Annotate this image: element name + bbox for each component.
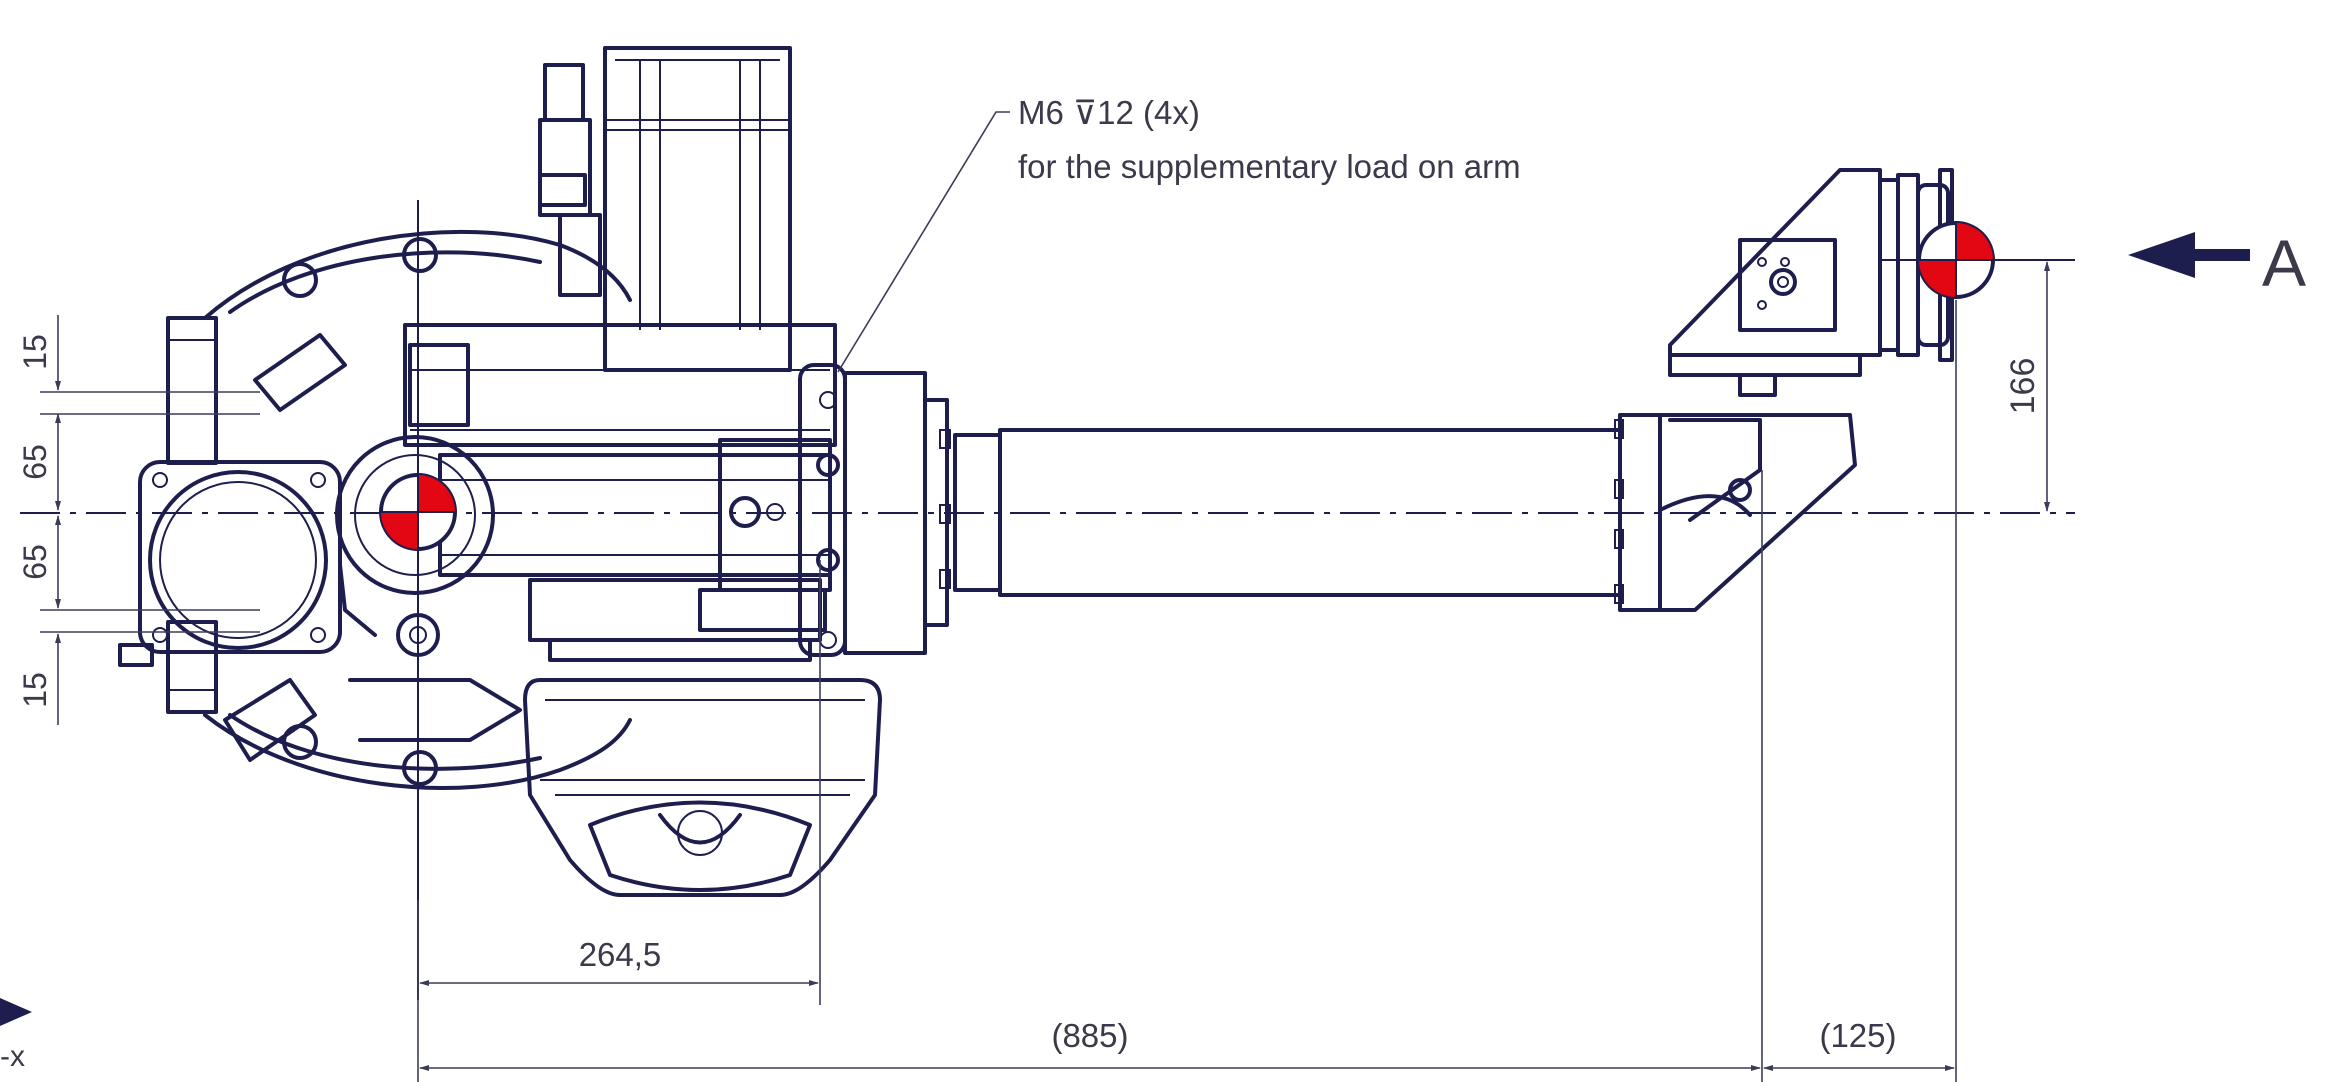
dim-125: (125) [1819,1017,1896,1054]
view-arrow-icon [2128,232,2250,278]
robot-base [118,200,632,1000]
view-label: A [2262,226,2306,300]
axis-arrow-icon [0,998,32,1026]
callout-leader [837,111,1010,373]
dim-left-65-bottom: 65 [17,544,53,580]
dim-left-15-top: 15 [17,334,53,370]
axis-label: -x [0,1040,25,1073]
dim-left-65-top: 65 [17,444,53,480]
wrist [1658,168,1954,612]
lower-motor-housing [523,678,882,897]
callout-line-2: for the supplementary load on arm [1018,148,1521,185]
dim-264-5: 264,5 [579,936,662,973]
dim-left-15-bottom: 15 [17,672,53,708]
left-dimension-stack [40,315,260,725]
cog-marker-icon [379,473,457,551]
upper-motor-housing [538,46,792,372]
cog-marker-icon [1917,221,1995,299]
callout-line-1: M6 ⊽12 (4x) [1018,94,1200,131]
bottom-dimensions [417,300,1957,1082]
dim-885: (885) [1051,1017,1128,1054]
arm-gearbox [403,323,951,662]
dim-166: 166 [2004,358,2042,415]
